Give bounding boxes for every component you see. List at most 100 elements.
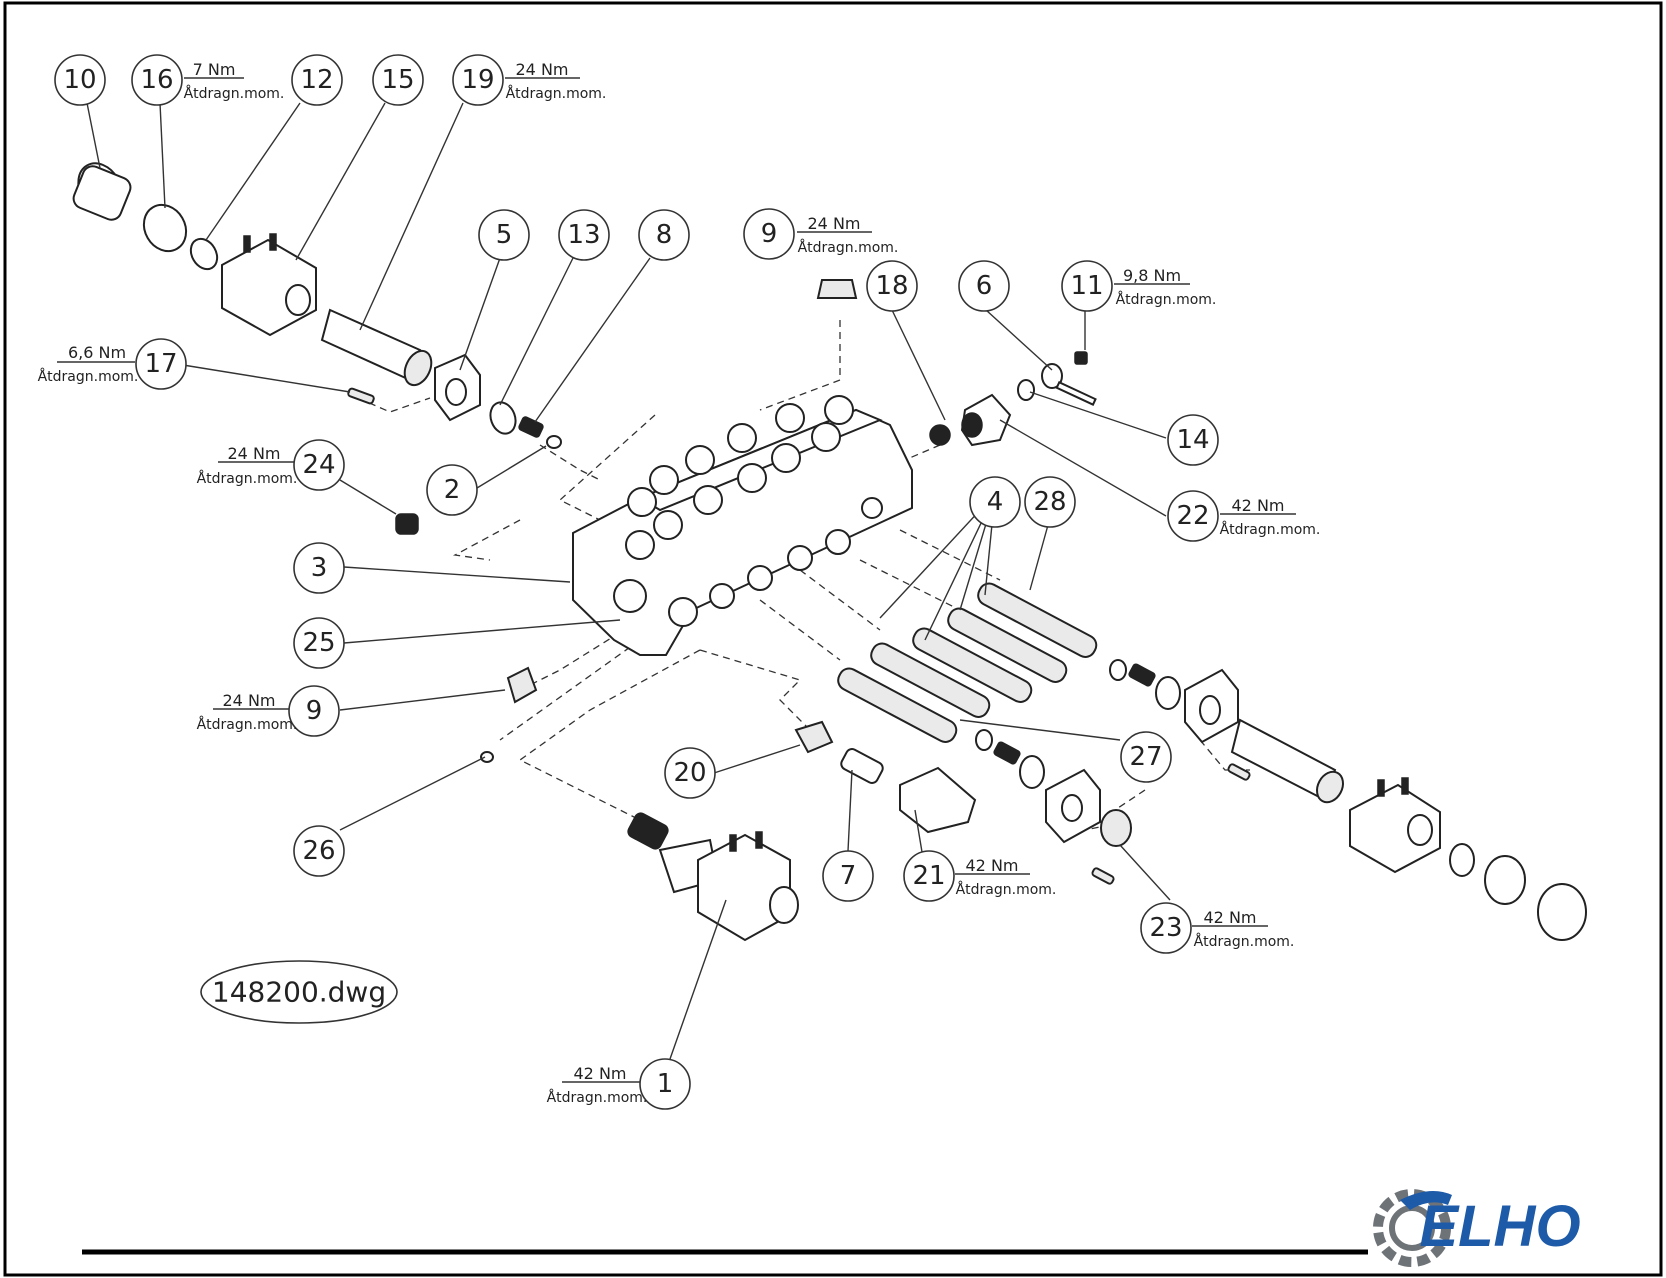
svg-text:6: 6	[976, 271, 993, 301]
svg-text:27: 27	[1129, 742, 1162, 772]
torque-19: 24 Nm Åtdragn.mom.	[505, 60, 606, 102]
svg-text:26: 26	[302, 836, 335, 866]
svg-text:4: 4	[987, 487, 1004, 517]
svg-text:1: 1	[657, 1069, 674, 1099]
svg-text:3: 3	[311, 553, 328, 583]
svg-text:Åtdragn.mom.: Åtdragn.mom.	[798, 239, 899, 256]
callout-9-bottom: 9	[288, 685, 340, 737]
svg-text:Åtdragn.mom.: Åtdragn.mom.	[547, 1089, 648, 1106]
svg-text:Åtdragn.mom.: Åtdragn.mom.	[38, 368, 139, 385]
svg-text:17: 17	[144, 349, 177, 379]
svg-text:9: 9	[761, 219, 778, 249]
svg-text:13: 13	[567, 220, 600, 250]
callout-bubbles: 10 16 12 15 19 5 13 8 9 18 6 11 17 14 24…	[54, 54, 1219, 1110]
svg-text:2: 2	[444, 475, 461, 505]
svg-text:42 Nm: 42 Nm	[1204, 908, 1257, 927]
svg-text:22: 22	[1176, 501, 1209, 531]
callout-12: 12	[291, 54, 343, 106]
spools	[837, 582, 1098, 743]
callout-6: 6	[958, 260, 1010, 312]
torque-21: 42 Nm Åtdragn.mom.	[955, 856, 1056, 898]
svg-text:24 Nm: 24 Nm	[223, 691, 276, 710]
svg-text:23: 23	[1149, 913, 1182, 943]
torque-9-bottom: 24 Nm Åtdragn.mom.	[197, 691, 298, 733]
svg-text:Åtdragn.mom.: Åtdragn.mom.	[184, 85, 285, 102]
svg-text:12: 12	[300, 65, 333, 95]
torque-annotations: 7 Nm Åtdragn.mom. 24 Nm Åtdragn.mom. 24 …	[38, 60, 1321, 1106]
svg-text:24: 24	[302, 450, 335, 480]
callout-17: 17	[135, 338, 187, 390]
svg-text:10: 10	[63, 65, 96, 95]
callout-1: 1	[639, 1058, 691, 1110]
svg-text:42 Nm: 42 Nm	[574, 1064, 627, 1083]
svg-text:Åtdragn.mom.: Åtdragn.mom.	[1116, 291, 1217, 308]
svg-text:28: 28	[1033, 487, 1066, 517]
callout-20: 20	[664, 747, 716, 799]
svg-text:21: 21	[912, 861, 945, 891]
svg-text:Åtdragn.mom.: Åtdragn.mom.	[956, 881, 1057, 898]
callout-26: 26	[293, 825, 345, 877]
callout-5: 5	[478, 209, 530, 261]
torque-23: 42 Nm Åtdragn.mom.	[1192, 908, 1294, 950]
svg-text:42 Nm: 42 Nm	[1232, 496, 1285, 515]
callout-2: 2	[426, 464, 478, 516]
svg-text:20: 20	[673, 758, 706, 788]
callout-28: 28	[1024, 476, 1076, 528]
torque-24: 24 Nm Åtdragn.mom.	[197, 444, 298, 487]
torque-16: 7 Nm Åtdragn.mom.	[184, 60, 285, 102]
drawing-border	[3, 1, 1663, 1277]
svg-text:8: 8	[656, 220, 673, 250]
parts	[72, 162, 1587, 942]
svg-text:7 Nm: 7 Nm	[193, 60, 236, 79]
callout-3: 3	[293, 542, 345, 594]
callout-22: 22	[1167, 490, 1219, 542]
svg-text:7: 7	[840, 861, 857, 891]
callout-16: 16	[131, 54, 183, 106]
svg-text:Åtdragn.mom.: Åtdragn.mom.	[1194, 933, 1295, 950]
callout-9-top: 9	[743, 208, 795, 260]
callout-24: 24	[293, 439, 345, 491]
svg-text:24 Nm: 24 Nm	[228, 444, 281, 463]
svg-text:Åtdragn.mom.: Åtdragn.mom.	[506, 85, 607, 102]
callout-11: 11	[1061, 260, 1113, 312]
torque-9-top: 24 Nm Åtdragn.mom.	[797, 214, 898, 256]
callout-15: 15	[372, 54, 424, 106]
svg-text:Åtdragn.mom.: Åtdragn.mom.	[197, 716, 298, 733]
callout-21: 21	[903, 850, 955, 902]
callout-23: 23	[1140, 902, 1192, 954]
svg-text:5: 5	[496, 220, 513, 250]
torque-11: 9,8 Nm Åtdragn.mom.	[1114, 266, 1216, 308]
torque-17: 6,6 Nm Åtdragn.mom.	[38, 343, 139, 385]
torque-22: 42 Nm Åtdragn.mom.	[1220, 496, 1321, 538]
callout-19: 19	[452, 54, 504, 106]
svg-text:Åtdragn.mom.: Åtdragn.mom.	[1220, 521, 1321, 538]
svg-text:15: 15	[381, 65, 414, 95]
callout-25: 25	[293, 617, 345, 669]
callout-7: 7	[822, 850, 874, 902]
svg-text:14: 14	[1176, 425, 1209, 455]
torque-1: 42 Nm Åtdragn.mom.	[547, 1064, 648, 1106]
svg-text:148200.dwg: 148200.dwg	[212, 976, 386, 1009]
callout-27: 27	[1120, 731, 1172, 783]
svg-text:ELHO: ELHO	[1419, 1194, 1580, 1259]
drawing-number: 148200.dwg	[200, 960, 398, 1024]
elho-logo: ELHO	[1373, 1189, 1581, 1267]
svg-text:24 Nm: 24 Nm	[808, 214, 861, 233]
svg-text:25: 25	[302, 628, 335, 658]
svg-text:11: 11	[1070, 271, 1103, 301]
svg-text:18: 18	[875, 271, 908, 301]
svg-text:9: 9	[306, 696, 323, 726]
callout-10: 10	[54, 54, 106, 106]
callout-18: 18	[866, 260, 918, 312]
svg-text:24 Nm: 24 Nm	[516, 60, 569, 79]
callout-13: 13	[558, 209, 610, 261]
callout-4: 4	[969, 476, 1021, 528]
callout-8: 8	[638, 209, 690, 261]
svg-text:6,6 Nm: 6,6 Nm	[68, 343, 126, 362]
block-ports	[625, 395, 854, 560]
svg-text:9,8 Nm: 9,8 Nm	[1123, 266, 1181, 285]
svg-text:42 Nm: 42 Nm	[966, 856, 1019, 875]
svg-text:Åtdragn.mom.: Åtdragn.mom.	[197, 470, 298, 487]
svg-text:16: 16	[140, 65, 173, 95]
